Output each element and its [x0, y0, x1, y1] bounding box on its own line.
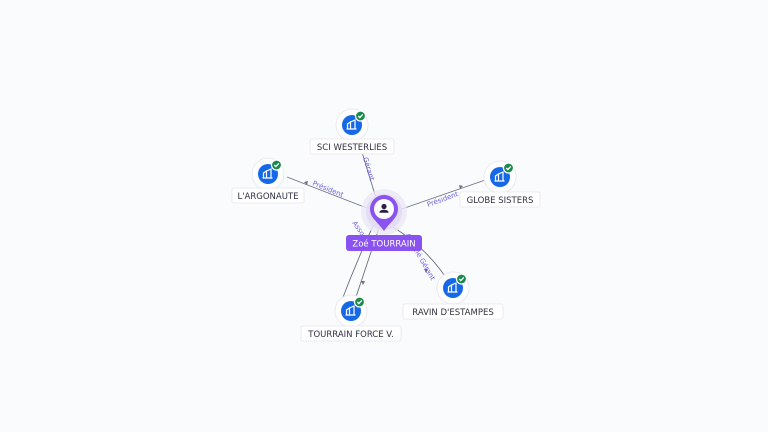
- person-icon: [379, 203, 389, 213]
- arrowhead: [361, 281, 365, 285]
- person-node[interactable]: Zoé TOURRAIN: [346, 189, 422, 251]
- edge-label-globe: Président: [426, 190, 460, 209]
- edge-label-largonaute: Président: [311, 179, 345, 199]
- edge-president-largonaute: [286, 176, 373, 211]
- company-name: L'ARGONAUTE: [237, 192, 298, 202]
- arrowhead: [424, 269, 428, 273]
- company-node[interactable]: L'ARGONAUTE: [231, 157, 305, 204]
- company-node[interactable]: RAVIN D'ESTAMPES: [402, 271, 504, 320]
- edge-president-globe: [395, 177, 492, 212]
- person-name: Zoé TOURRAIN: [352, 239, 415, 250]
- company-name: GLOBE SISTERS: [467, 196, 534, 206]
- company-node[interactable]: SCI WESTERLIES: [309, 108, 395, 155]
- arrowhead: [304, 181, 308, 185]
- company-name: TOURRAIN FORCE V.: [307, 330, 393, 340]
- company-node[interactable]: TOURRAIN FORCE V.: [300, 294, 402, 342]
- edge-label-sci: Gérant: [361, 156, 376, 182]
- arrowhead: [459, 185, 463, 189]
- company-node[interactable]: GLOBE SISTERS: [459, 160, 541, 208]
- company-name: SCI WESTERLIES: [317, 143, 387, 153]
- company-name: RAVIN D'ESTAMPES: [412, 308, 493, 318]
